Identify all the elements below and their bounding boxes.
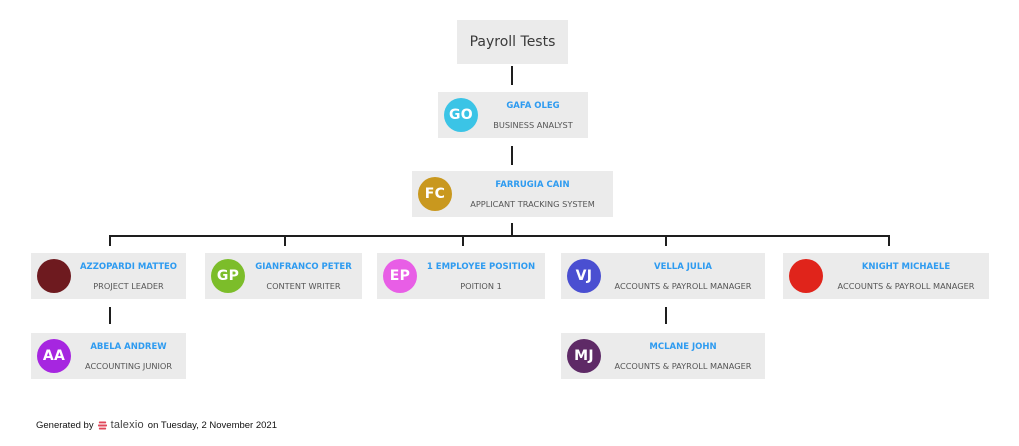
avatar: AA (37, 339, 71, 373)
org-root-label: Payroll Tests (469, 34, 556, 50)
employee-position: ACCOUNTS & PAYROLL MANAGER (614, 280, 752, 291)
talexio-logo-icon (97, 420, 107, 430)
employee-position: ACCOUNTING JUNIOR (84, 360, 173, 371)
employee-node-1-employee-position[interactable]: EP 1 EMPLOYEE POSITION POITION 1 (377, 253, 545, 299)
connector-azzopardi-abela (109, 307, 111, 324)
employee-node-azzopardi-matteo[interactable]: AZZOPARDI MATTEO PROJECT LEADER (31, 253, 186, 299)
connector-drop-knight (888, 235, 890, 246)
connector-drop-azzopardi (109, 235, 111, 246)
avatar: GP (211, 259, 245, 293)
employee-position: APPLICANT TRACKING SYSTEM (470, 198, 595, 209)
connector-bus (109, 235, 890, 237)
avatar (37, 259, 71, 293)
avatar (789, 259, 823, 293)
employee-position: PROJECT LEADER (93, 280, 164, 291)
employee-position: ACCOUNTS & PAYROLL MANAGER (614, 360, 752, 371)
employee-name[interactable]: 1 EMPLOYEE POSITION (426, 261, 536, 272)
employee-node-mclane-john[interactable]: MJ MCLANE JOHN ACCOUNTS & PAYROLL MANAGE… (561, 333, 765, 379)
employee-name[interactable]: GIANFRANCO PETER (255, 261, 352, 272)
employee-node-gianfranco-peter[interactable]: GP GIANFRANCO PETER CONTENT WRITER (205, 253, 362, 299)
employee-position: BUSINESS ANALYST (493, 119, 573, 130)
employee-name[interactable]: GAFA OLEG (506, 100, 560, 111)
employee-node-vella-julia[interactable]: VJ VELLA JULIA ACCOUNTS & PAYROLL MANAGE… (561, 253, 765, 299)
employee-position: CONTENT WRITER (266, 280, 341, 291)
generated-footer: Generated by talexio on Tuesday, 2 Novem… (36, 419, 277, 431)
connector-vella-mclane (665, 307, 667, 324)
employee-name[interactable]: ABELA ANDREW (90, 341, 167, 352)
org-root-node[interactable]: Payroll Tests (457, 20, 568, 64)
avatar: MJ (567, 339, 601, 373)
avatar: FC (418, 177, 452, 211)
avatar: GO (444, 98, 478, 132)
employee-node-abela-andrew[interactable]: AA ABELA ANDREW ACCOUNTING JUNIOR (31, 333, 186, 379)
connector-farrugia-bus (511, 223, 513, 236)
employee-node-gafa-oleg[interactable]: GO GAFA OLEG BUSINESS ANALYST (438, 92, 588, 138)
connector-drop-employee (462, 235, 464, 246)
employee-position: ACCOUNTS & PAYROLL MANAGER (837, 280, 975, 291)
connector-root-gafa (511, 66, 513, 85)
footer-brand: talexio (110, 419, 144, 431)
connector-gafa-farrugia (511, 146, 513, 165)
avatar: EP (383, 259, 417, 293)
connector-drop-gianfranco (284, 235, 286, 246)
employee-name[interactable]: MCLANE JOHN (649, 341, 717, 352)
employee-name[interactable]: KNIGHT MICHAELE (861, 261, 951, 272)
footer-prefix: Generated by (36, 419, 94, 431)
employee-node-farrugia-cain[interactable]: FC FARRUGIA CAIN APPLICANT TRACKING SYST… (412, 171, 613, 217)
employee-position: POITION 1 (460, 280, 502, 291)
employee-name[interactable]: FARRUGIA CAIN (495, 179, 570, 190)
employee-name[interactable]: AZZOPARDI MATTEO (79, 261, 178, 272)
connector-drop-vella (665, 235, 667, 246)
employee-node-knight-michaele[interactable]: KNIGHT MICHAELE ACCOUNTS & PAYROLL MANAG… (783, 253, 989, 299)
footer-date: on Tuesday, 2 November 2021 (147, 419, 277, 431)
employee-name[interactable]: VELLA JULIA (654, 261, 712, 272)
avatar: VJ (567, 259, 601, 293)
